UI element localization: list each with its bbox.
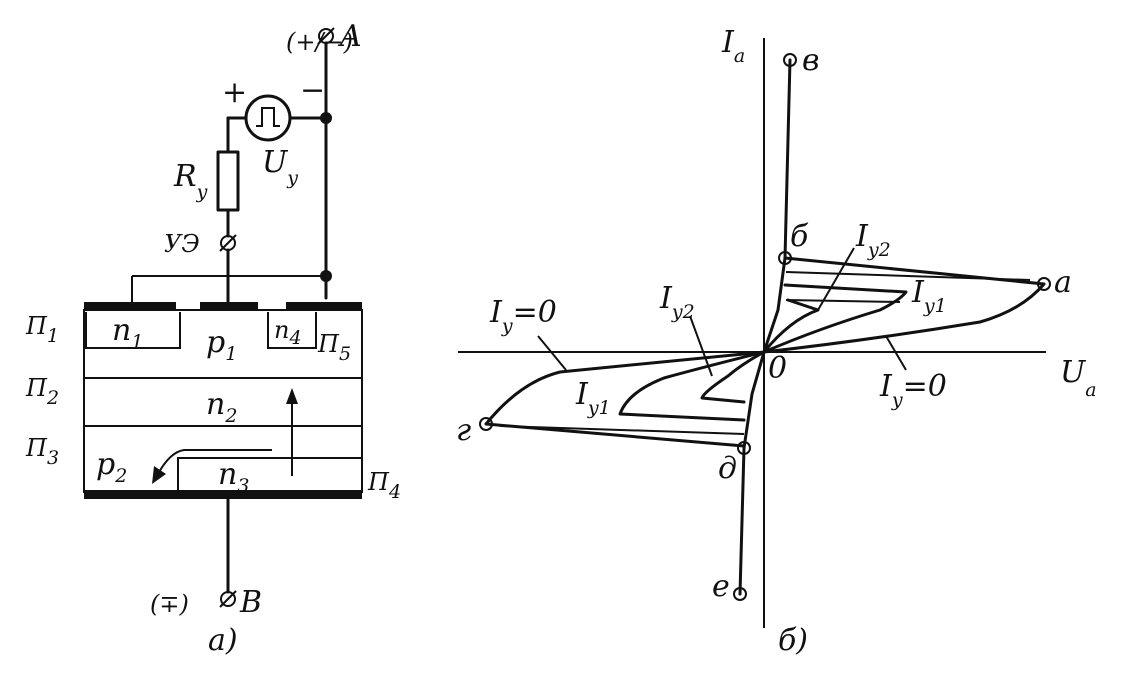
point-b-marker (778, 251, 792, 265)
curve-iy1-forward (762, 283, 908, 354)
source-minus: − (300, 73, 325, 108)
point-e-marker (733, 587, 747, 601)
label-iy0-reverse: Iy=0 (489, 295, 557, 337)
figure-b-graph (458, 38, 1051, 628)
label-iy0-forward: Iy=0 (879, 369, 947, 411)
point-d-marker (737, 441, 751, 455)
label-iy1-forward: Iy1 (911, 275, 947, 317)
label-iy2-forward: Iy2 (855, 219, 891, 261)
label-iy2-reverse: Iy2 (659, 281, 695, 323)
curve-iy2-forward (762, 298, 820, 354)
electrode-top-right (286, 302, 362, 311)
junction-p1-label: П1 (25, 312, 59, 347)
curve-iy0-reverse (484, 350, 766, 448)
source-label: Uy (262, 145, 298, 189)
point-d-label: д (718, 451, 737, 486)
source-plus: + (222, 75, 247, 110)
point-b-label: б (790, 219, 809, 254)
junction-p5-label: П5 (317, 330, 351, 365)
point-v-label: в (802, 43, 819, 78)
resistor-label: Ry (173, 159, 208, 203)
region-p2-label: p2 (96, 447, 127, 487)
label-iy1-reverse: Iy1 (575, 377, 611, 419)
point-a-label: а (1054, 265, 1072, 300)
electrode-top-left (84, 302, 176, 311)
region-n1-label: n1 (112, 313, 143, 353)
electrode-bottom (84, 490, 362, 499)
region-n4-label: n4 (274, 316, 302, 349)
resistor-ry (216, 150, 240, 212)
polarity-b: (∓) (150, 590, 189, 618)
arrow-curved-icon (152, 466, 166, 484)
figure-a-caption: а) (208, 623, 238, 658)
pulse-source (244, 94, 292, 142)
control-electrode-label: УЭ (164, 230, 200, 258)
x-axis-label: Ua (1060, 355, 1097, 401)
electrode-top-middle (200, 302, 258, 311)
curve-iy0-forward (762, 256, 1046, 354)
terminal-b-node (220, 591, 236, 607)
curve-iy1-reverse (618, 350, 766, 422)
point-g-marker (479, 417, 493, 431)
region-n3-label: n3 (218, 457, 249, 497)
figure-b-labels: Ia Ua 0 в б а г д е Iy2 Iy1 Iy=0 Iy=0 Iy… (456, 25, 1097, 658)
arrow-up-icon (286, 388, 298, 404)
point-g-label: г (456, 413, 471, 448)
figure-b-caption: б) (778, 623, 808, 658)
region-p1-label: p1 (206, 325, 237, 365)
junction-p4-label: П4 (367, 468, 401, 503)
point-a-marker (1037, 277, 1051, 291)
figure-a-structure (83, 27, 363, 608)
curve-iy2-reverse (700, 350, 766, 404)
polarity-a: (+/−) (286, 28, 353, 56)
region-n2-label: n2 (206, 387, 237, 427)
origin-label: 0 (768, 351, 787, 386)
point-v-marker (783, 53, 797, 67)
junction-p2-label: П2 (25, 374, 59, 409)
y-axis-label: Ia (721, 25, 745, 67)
figure-a-labels: (+/−) A + − Uy Ry УЭ П1 П2 П3 П4 П5 n1 p… (25, 19, 401, 658)
terminal-b-label: B (239, 585, 262, 620)
terminal-a-label: A (337, 19, 362, 54)
point-e-label: е (712, 569, 730, 604)
junction-p3-label: П3 (25, 434, 59, 469)
